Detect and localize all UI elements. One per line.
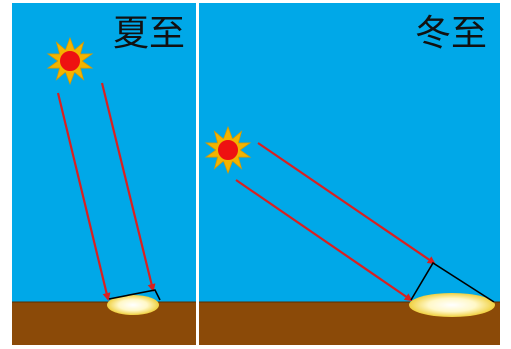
- panel-summer: 夏至: [12, 3, 196, 345]
- title-winter: 冬至: [415, 13, 487, 54]
- panel-divider: [196, 3, 199, 345]
- panel-winter: 冬至: [199, 3, 500, 345]
- ground-summer: [12, 302, 196, 345]
- title-summer: 夏至: [113, 13, 185, 54]
- lit-area-winter: [409, 293, 495, 317]
